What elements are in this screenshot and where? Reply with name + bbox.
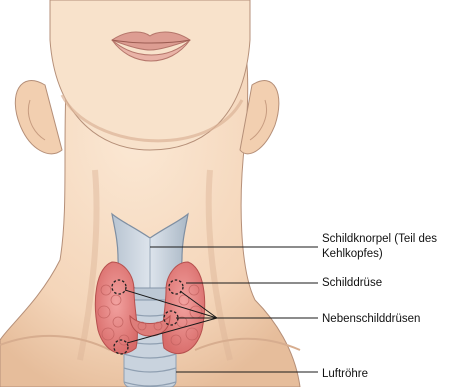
label-thyroid-cartilage-line2: Kehlkopfes)	[322, 247, 437, 262]
label-parathyroids: Nebenschilddrüsen	[322, 312, 420, 327]
label-thyroid: Schilddrüse	[322, 276, 382, 291]
label-trachea: Luftröhre	[322, 367, 368, 382]
label-thyroid-cartilage-line1: Schildknorpel (Teil des	[322, 233, 437, 245]
label-thyroid-cartilage: Schildknorpel (Teil des Kehlkopfes)	[322, 232, 437, 262]
